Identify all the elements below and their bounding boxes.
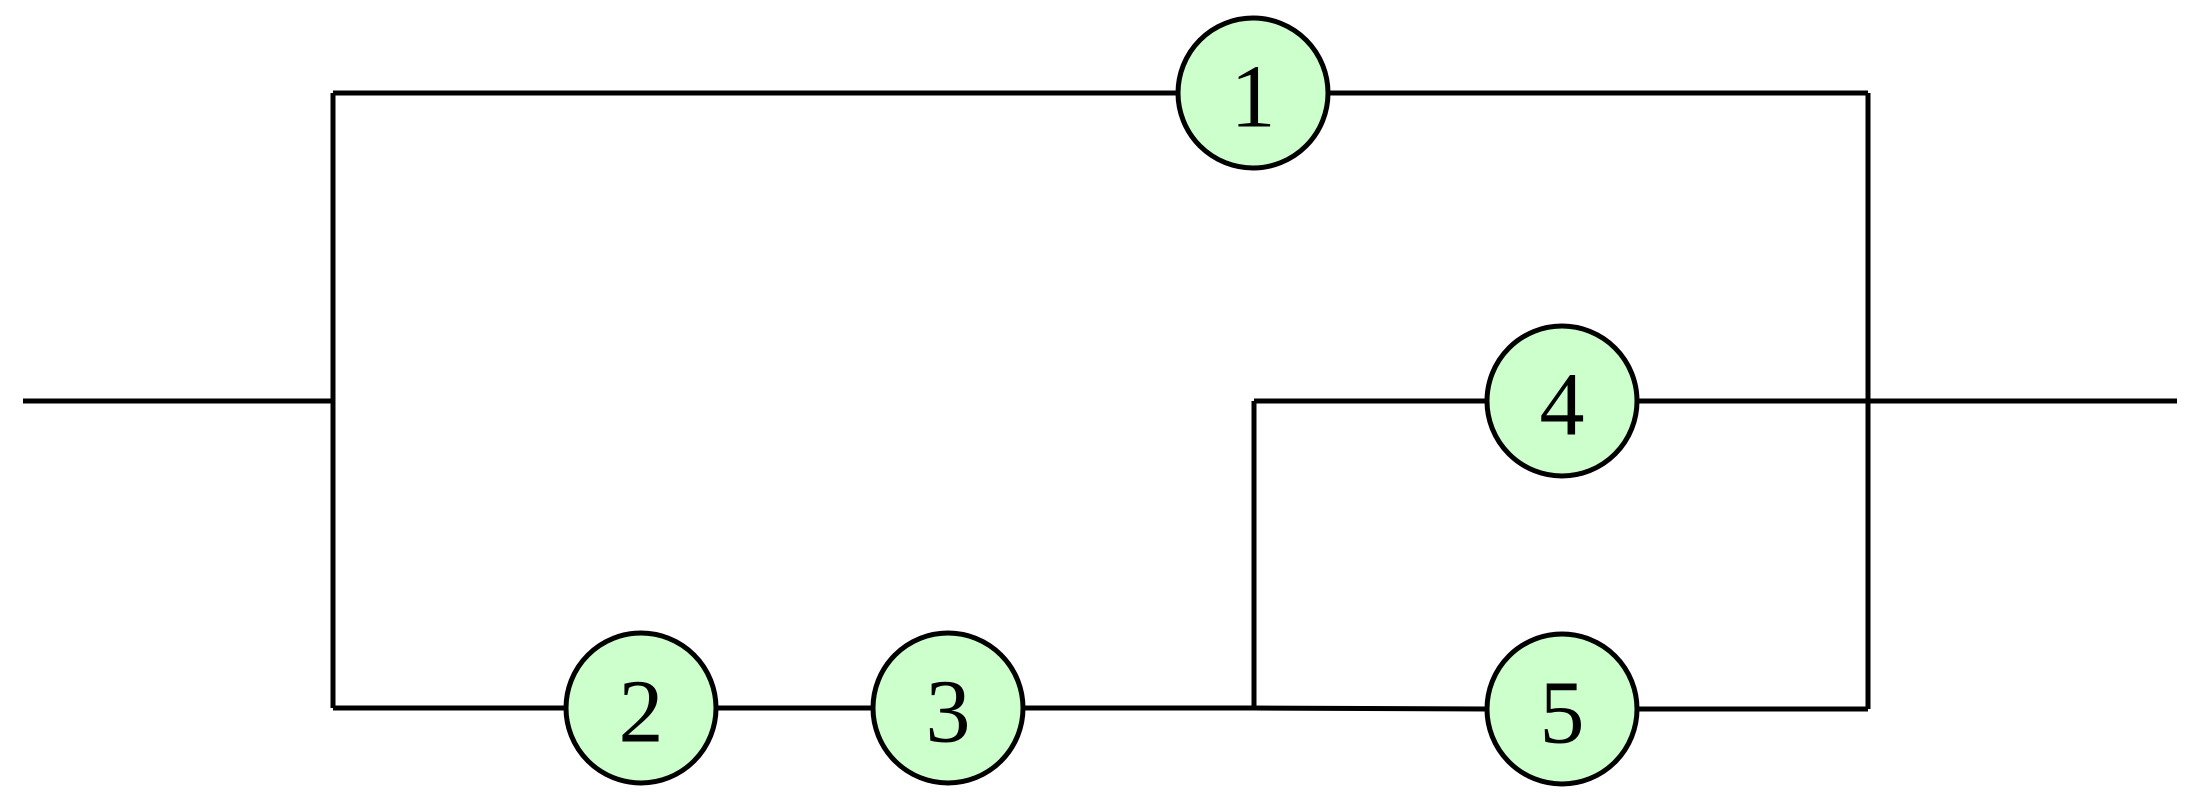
node-4[interactable]: 4 [1484, 323, 1640, 479]
node-5-label: 5 [1540, 664, 1585, 763]
node-2-label: 2 [619, 663, 664, 762]
node-2[interactable]: 2 [563, 630, 719, 786]
node-5-circle[interactable] [1484, 631, 1640, 787]
node-4-label: 4 [1540, 356, 1585, 455]
node-1-label: 1 [1231, 48, 1276, 147]
node-3-circle[interactable] [870, 630, 1026, 786]
node-2-circle[interactable] [563, 630, 719, 786]
node-4-circle[interactable] [1484, 323, 1640, 479]
node-5[interactable]: 5 [1484, 631, 1640, 787]
node-1[interactable]: 1 [1175, 15, 1331, 171]
edge-junction-to-node-5 [1253, 705, 1488, 712]
node-3[interactable]: 3 [870, 630, 1026, 786]
node-3-label: 3 [926, 663, 971, 762]
node-1-circle[interactable] [1175, 15, 1331, 171]
